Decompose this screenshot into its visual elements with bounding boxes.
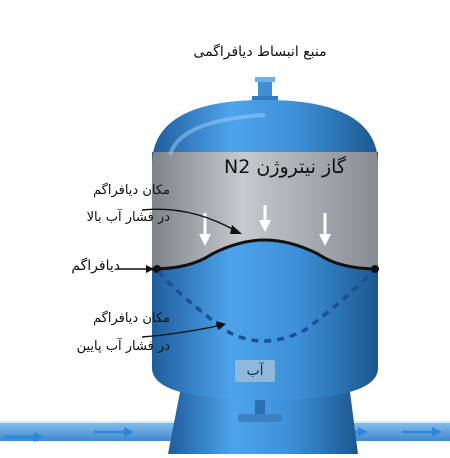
gas-label: گاز نیتروژن N2 — [224, 156, 346, 178]
diaphragm-low-label: مکان دیافراگم — [93, 311, 170, 326]
pressure-arrow-icon — [319, 213, 331, 246]
leader-line — [141, 321, 226, 338]
diaphragm-high-line — [151, 238, 379, 271]
flow-arrow-icon — [94, 427, 134, 437]
tank-stand — [168, 392, 358, 454]
pressure-arrow-icon — [259, 205, 271, 232]
valve-icon — [252, 77, 278, 102]
flow-arrow-icon — [4, 432, 44, 442]
diaphragm-low-line — [156, 270, 374, 343]
flow-arrow-icon — [402, 427, 442, 437]
water-label: آب — [235, 360, 275, 382]
leader-line — [141, 208, 242, 234]
leader-line — [118, 265, 154, 273]
diagram-title: منبع انبساط دیافراگمی — [193, 44, 327, 60]
diaphragm-label: دیافراگم — [71, 258, 120, 274]
diaphragm-high-label: مکان دیافراگم — [93, 183, 170, 198]
diaphragm-low-label-2: در فشار آب پایین — [76, 339, 170, 354]
diaphragm-high-label-2: در فشار آب بالا — [86, 210, 170, 225]
